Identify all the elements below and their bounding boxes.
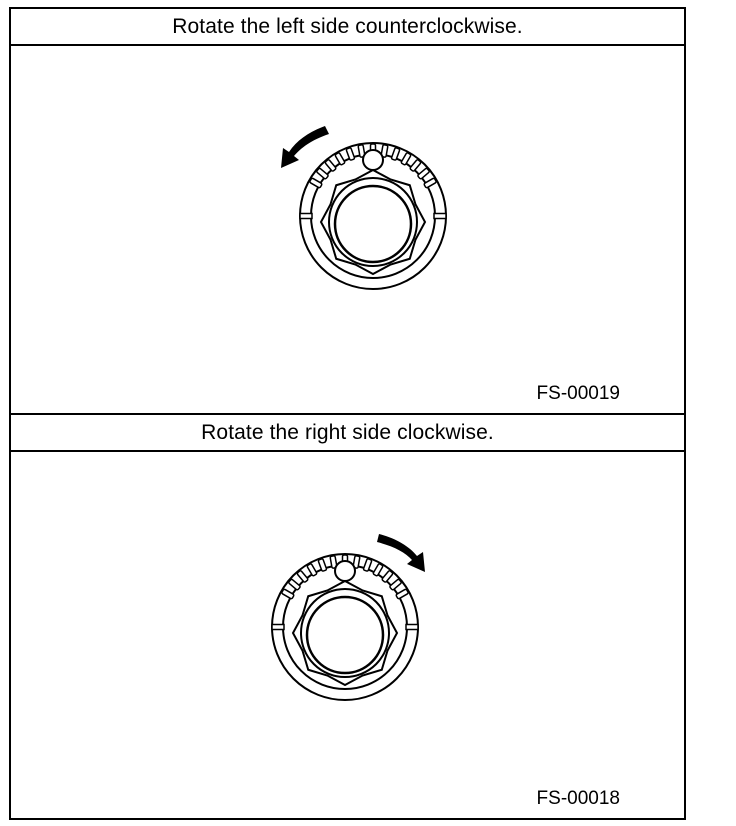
dial-scale-tick xyxy=(296,570,309,583)
dial-scale-tick xyxy=(309,177,323,189)
instruction-table: Rotate the left side counterclockwise. F… xyxy=(9,7,686,820)
dial-indicator-dot xyxy=(362,149,384,171)
figure-code: FS-00019 xyxy=(536,383,620,404)
dial-side-marker xyxy=(405,623,419,631)
dial-scale-tick xyxy=(390,147,401,161)
dial-knob-illustration xyxy=(299,142,447,290)
dial-scale-tick xyxy=(324,159,337,172)
panel-caption: Rotate the left side counterclockwise. xyxy=(11,9,684,46)
panel-counterclockwise: Rotate the left side counterclockwise. F… xyxy=(11,9,684,413)
dial-scale-tick xyxy=(389,578,402,591)
dial-scale-tick xyxy=(395,588,409,600)
curved-arrow-counterclockwise-icon xyxy=(281,126,329,168)
dial-scale-tick xyxy=(362,558,373,572)
knob-face xyxy=(305,595,385,675)
dial-scale-tick xyxy=(317,558,328,572)
dial-indicator-dot xyxy=(334,560,356,582)
curved-arrow-clockwise-icon xyxy=(377,534,425,572)
dial-knob-illustration xyxy=(271,553,419,701)
dial-scale-tick xyxy=(288,578,301,591)
dial-scale-tick xyxy=(345,147,356,161)
panel-clockwise: Rotate the right side clockwise. FS-0001… xyxy=(11,413,684,818)
dial-side-marker xyxy=(271,623,285,631)
dial-side-marker xyxy=(299,212,313,220)
figure-code: FS-00018 xyxy=(536,788,620,809)
dial-scale-tick xyxy=(281,588,295,600)
dial-scale-tick xyxy=(417,167,430,180)
dial-scale-tick xyxy=(409,159,422,172)
figure-area: FS-00019 xyxy=(11,46,684,413)
dial-scale-tick xyxy=(400,152,412,166)
panel-caption: Rotate the right side clockwise. xyxy=(11,415,684,452)
dial-scale-tick xyxy=(372,563,384,577)
knob-face xyxy=(333,184,413,264)
dial-scale-tick xyxy=(423,177,437,189)
figure-area: FS-00018 xyxy=(11,452,684,818)
dial-scale-tick xyxy=(316,167,329,180)
dial-scale-tick xyxy=(306,563,318,577)
dial-side-marker xyxy=(433,212,447,220)
dial-scale-tick xyxy=(334,152,346,166)
dial-scale-tick xyxy=(381,570,394,583)
